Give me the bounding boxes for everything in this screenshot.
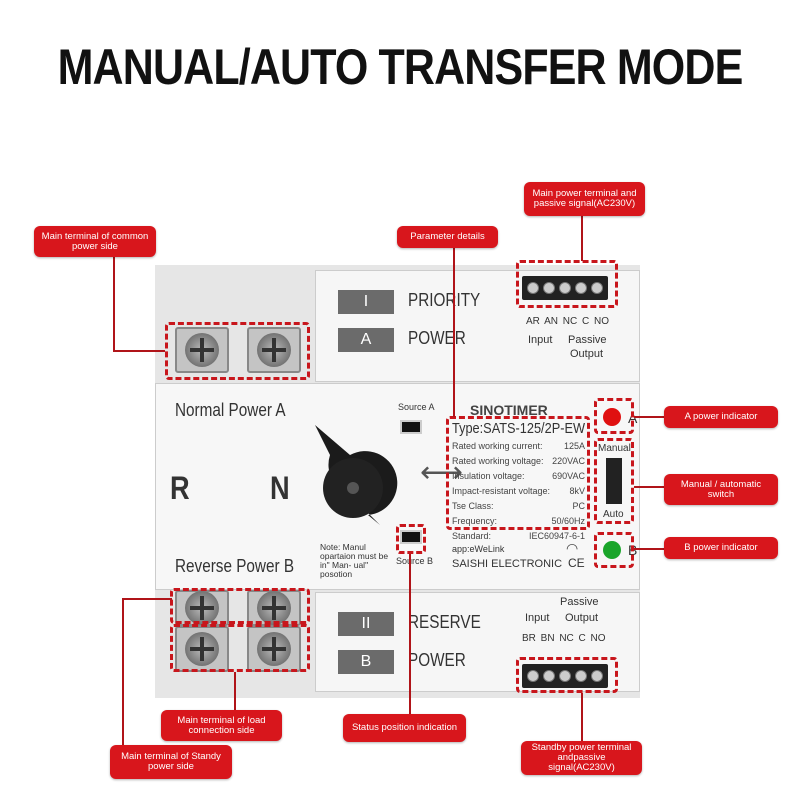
brand: SINOTIMER [470, 402, 548, 418]
highlight-led-b [594, 532, 634, 568]
top-terminal-block [522, 276, 608, 300]
spec-name: Frequency: [452, 516, 498, 526]
type-label: Type:SATS-125/2P-EW [452, 420, 585, 437]
spec-name: Standard: [452, 531, 492, 541]
highlight-params [446, 416, 590, 530]
bot-terminal-labels: BR BN NC C NO [522, 633, 606, 644]
maker-label: SAISHI ELECTRONIC [452, 558, 563, 570]
source-a-window [400, 420, 422, 434]
screw-terminal [175, 327, 229, 373]
highlight-load [170, 588, 310, 624]
spec-name: Rated working voltage: [452, 456, 544, 466]
wifi-icon: ◠ [566, 540, 579, 556]
app-label: app:eWeLink [452, 544, 505, 554]
spec-name: Tse Class: [452, 501, 494, 511]
rotary-knob[interactable] [310, 415, 400, 535]
highlight-bottom-terminal [516, 657, 618, 693]
spec-value: 220VAC [552, 456, 585, 466]
screw-terminal [175, 590, 229, 626]
highlight-switch [594, 438, 634, 524]
callout-switch: Manual / automatic switch [664, 474, 778, 505]
n-label: N [270, 470, 290, 506]
reserve-box: II [338, 612, 394, 636]
top-passive-label: Passive [568, 334, 607, 346]
spec-value: 8kV [569, 486, 585, 496]
spec-name: Insulation voltage: [452, 471, 525, 481]
screw-terminal [247, 327, 301, 373]
spec-value: 125A [563, 441, 585, 451]
a-box: A [338, 328, 394, 352]
callout-a-indicator: A power indicator [664, 406, 778, 428]
spec-row: Impact-resistant voltage: 8kV [452, 484, 585, 499]
priority-box: I [338, 290, 394, 314]
callout-status: Status position indication [343, 714, 466, 742]
callout-main-common: Main terminal of common power side [34, 226, 156, 257]
source-b-window [400, 530, 422, 544]
top-input-label: Input [528, 334, 553, 346]
mode-switch[interactable] [606, 458, 622, 504]
power-label: POWER [408, 328, 466, 348]
auto-label: Auto [603, 509, 624, 520]
spec-row: Rated working current: 125A [452, 439, 585, 454]
bot-output-label: Output [565, 612, 599, 624]
top-output-label: Output [570, 348, 604, 360]
top-terminal-labels: AR AN NC C NO [526, 316, 610, 327]
callout-standby-terminal: Standby power terminal andpassive signal… [521, 741, 642, 775]
highlight-standby [170, 624, 310, 672]
spec-value: 690VAC [552, 471, 585, 481]
highlight-common [165, 322, 310, 380]
highlight-status [396, 524, 426, 554]
spec-row: Insulation voltage: 690VAC [452, 469, 585, 484]
spec-value: IEC60947-6-1 [528, 531, 585, 541]
spec-row: Frequency: 50/60Hz [452, 514, 585, 529]
ce-mark: CE [568, 556, 585, 570]
bot-input-label: Input [525, 612, 550, 624]
source-b-label: Source B [396, 556, 434, 566]
power-label: POWER [408, 650, 466, 670]
callout-parameter: Parameter details [397, 226, 498, 248]
spec-name: Rated working current: [452, 441, 543, 451]
led-a [603, 408, 621, 426]
manual-label: Manual [598, 443, 631, 454]
spec-row: Rated working voltage: 220VAC [452, 454, 585, 469]
b-box: B [338, 650, 394, 674]
note-text: Note: Manul opartaion must be in" Man- u… [320, 542, 389, 579]
reserve-label: RESERVE [408, 612, 481, 632]
callout-standby-main: Main terminal of Standy power side [110, 745, 232, 779]
callout-b-indicator: B power indicator [664, 537, 778, 559]
highlight-top-terminal [516, 260, 618, 308]
reverse-power-label: Reverse Power B [175, 556, 295, 576]
source-a-label: Source A [398, 402, 435, 412]
spec-name: Impact-resistant voltage: [452, 486, 551, 496]
callout-load: Main terminal of load connection side [161, 710, 282, 741]
bottom-terminal-block [522, 664, 608, 688]
spec-row: Tse Class: PC [452, 499, 585, 514]
rotate-arrow-icon: ⟷ [420, 456, 464, 489]
normal-power-label: Normal Power A [175, 400, 286, 420]
spec-row: Standard: IEC60947-6-1 [452, 529, 585, 544]
highlight-led-a [594, 398, 634, 434]
bot-passive-label: Passive [560, 596, 599, 608]
callout-main-power-terminal: Main power terminal and passive signal(A… [524, 182, 645, 216]
page-title: MANUAL/AUTO TRANSFER MODE [57, 39, 744, 95]
r-label: R [170, 470, 190, 506]
spec-value: PC [572, 501, 585, 511]
led-b [603, 541, 621, 559]
priority-label: PRIORITY [408, 290, 481, 310]
spec-value: 50/60Hz [551, 516, 585, 526]
